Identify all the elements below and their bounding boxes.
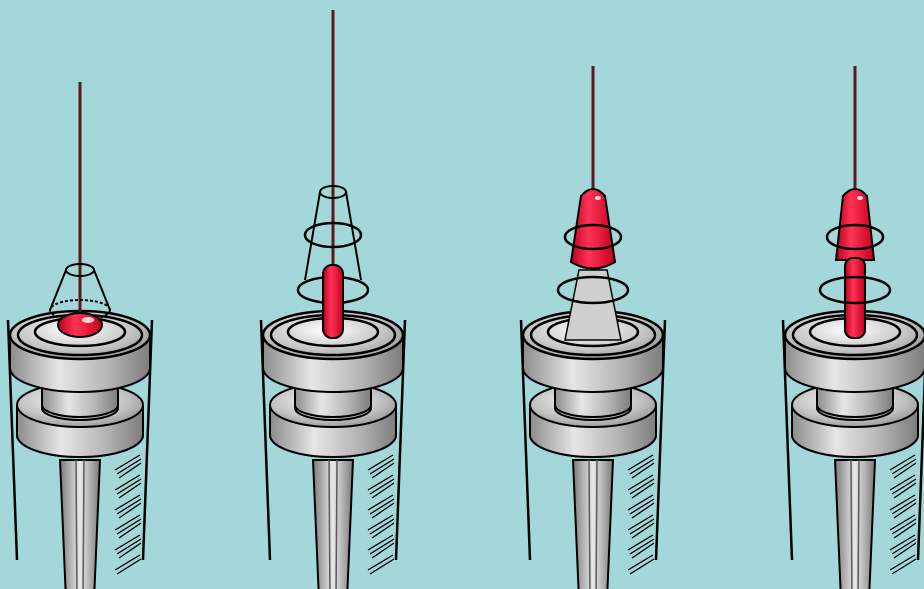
- syringe-panel-2: [259, 10, 407, 589]
- blood-tube-full: [844, 257, 866, 339]
- blood-column: [322, 264, 344, 339]
- syringe-panel-3: [519, 66, 667, 589]
- blood-cap: [569, 188, 617, 270]
- syringe-panel-4: [781, 66, 924, 589]
- blood-drop: [57, 312, 103, 338]
- syringe-panel-1: [6, 82, 154, 589]
